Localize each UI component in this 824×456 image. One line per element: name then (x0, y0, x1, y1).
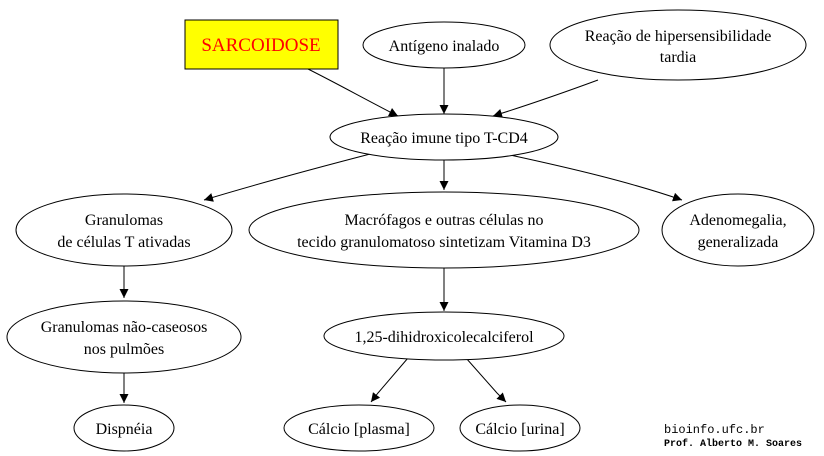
node-calcio-urina: Cálcio [urina] (459, 404, 581, 452)
granulomas-label-line1: Granulomas (85, 212, 163, 229)
granulomas-label-line2: de células T ativadas (57, 234, 190, 251)
node-nao-caseosos: Granulomas não-caseosos nos pulmões (6, 300, 242, 374)
node-calcio-plasma: Cálcio [plasma] (283, 404, 435, 452)
nao-caseosos-ellipse (6, 300, 242, 374)
adenomegalia-label-line1: Adenomegalia, (689, 212, 786, 229)
dihidroxi-label: 1,25-dihidroxicolecalciferol (354, 329, 534, 346)
macrofagos-label-line2: tecido granulomatoso sintetizam Vitamina… (297, 234, 591, 251)
calcio-urina-label: Cálcio [urina] (475, 421, 564, 438)
nao-caseosos-label-line2: nos pulmões (84, 341, 164, 358)
calcio-urina-ellipse (459, 404, 581, 452)
antigeno-ellipse (362, 21, 526, 69)
dispneia-label: Dispnéia (96, 421, 153, 438)
calcio-plasma-ellipse (283, 404, 435, 452)
macrofagos-label-line1: Macrófagos e outras células no (344, 212, 543, 229)
edge-reacao-imune-to-granulomas (203, 152, 375, 202)
dihidroxi-ellipse (323, 311, 565, 361)
sarcoidose-label: SARCOIDOSE (201, 35, 320, 56)
adenomegalia-label-line2: generalizada (698, 234, 779, 251)
node-adenomegalia: Adenomegalia, generalizada (661, 193, 815, 267)
node-reacao-hipersensibilidade: Reação de hipersensibilidade tardia (549, 9, 807, 81)
calcio-plasma-label: Cálcio [plasma] (308, 421, 410, 438)
node-reacao-imune: Reação imune tipo T-CD4 (329, 113, 559, 161)
dispneia-ellipse (73, 404, 175, 452)
edges (119, 68, 683, 403)
credit-author: Prof. Alberto M. Soares (664, 438, 802, 450)
reacao-imune-ellipse (329, 113, 559, 161)
edge-hiper-to-reacao-imune (492, 79, 599, 118)
edge-sarcoidose-to-reacao-imune (307, 68, 399, 117)
reacao-hiper-ellipse (549, 9, 807, 81)
macrofagos-ellipse (248, 191, 640, 269)
node-macrofagos: Macrófagos e outras células no tecido gr… (248, 191, 640, 269)
nao-caseosos-label-line1: Granulomas não-caseosos (41, 319, 208, 336)
node-antigeno: Antígeno inalado (362, 21, 526, 69)
reacao-hiper-label-line1: Reação de hipersensibilidade (585, 28, 772, 45)
edge-dihidroxi-to-calcio-plasma (370, 357, 409, 403)
credit-site: bioinfo.ufc.br (664, 423, 765, 437)
node-dispneia: Dispnéia (73, 404, 175, 452)
node-granulomas: Granulomas de células T ativadas (15, 193, 233, 267)
node-sarcoidose: SARCOIDOSE (184, 19, 339, 70)
edge-reacao-imune-to-adenomegalia (509, 154, 683, 202)
reacao-hiper-label-line2: tardia (660, 49, 696, 66)
adenomegalia-ellipse (661, 193, 815, 267)
reacao-imune-label: Reação imune tipo T-CD4 (360, 130, 528, 147)
antigeno-label: Antígeno inalado (389, 38, 500, 55)
edge-dihidroxi-to-calcio-urina (465, 357, 507, 403)
sarcoidose-box (184, 19, 339, 70)
granulomas-ellipse (15, 193, 233, 267)
node-dihidroxi: 1,25-dihidroxicolecalciferol (323, 311, 565, 361)
